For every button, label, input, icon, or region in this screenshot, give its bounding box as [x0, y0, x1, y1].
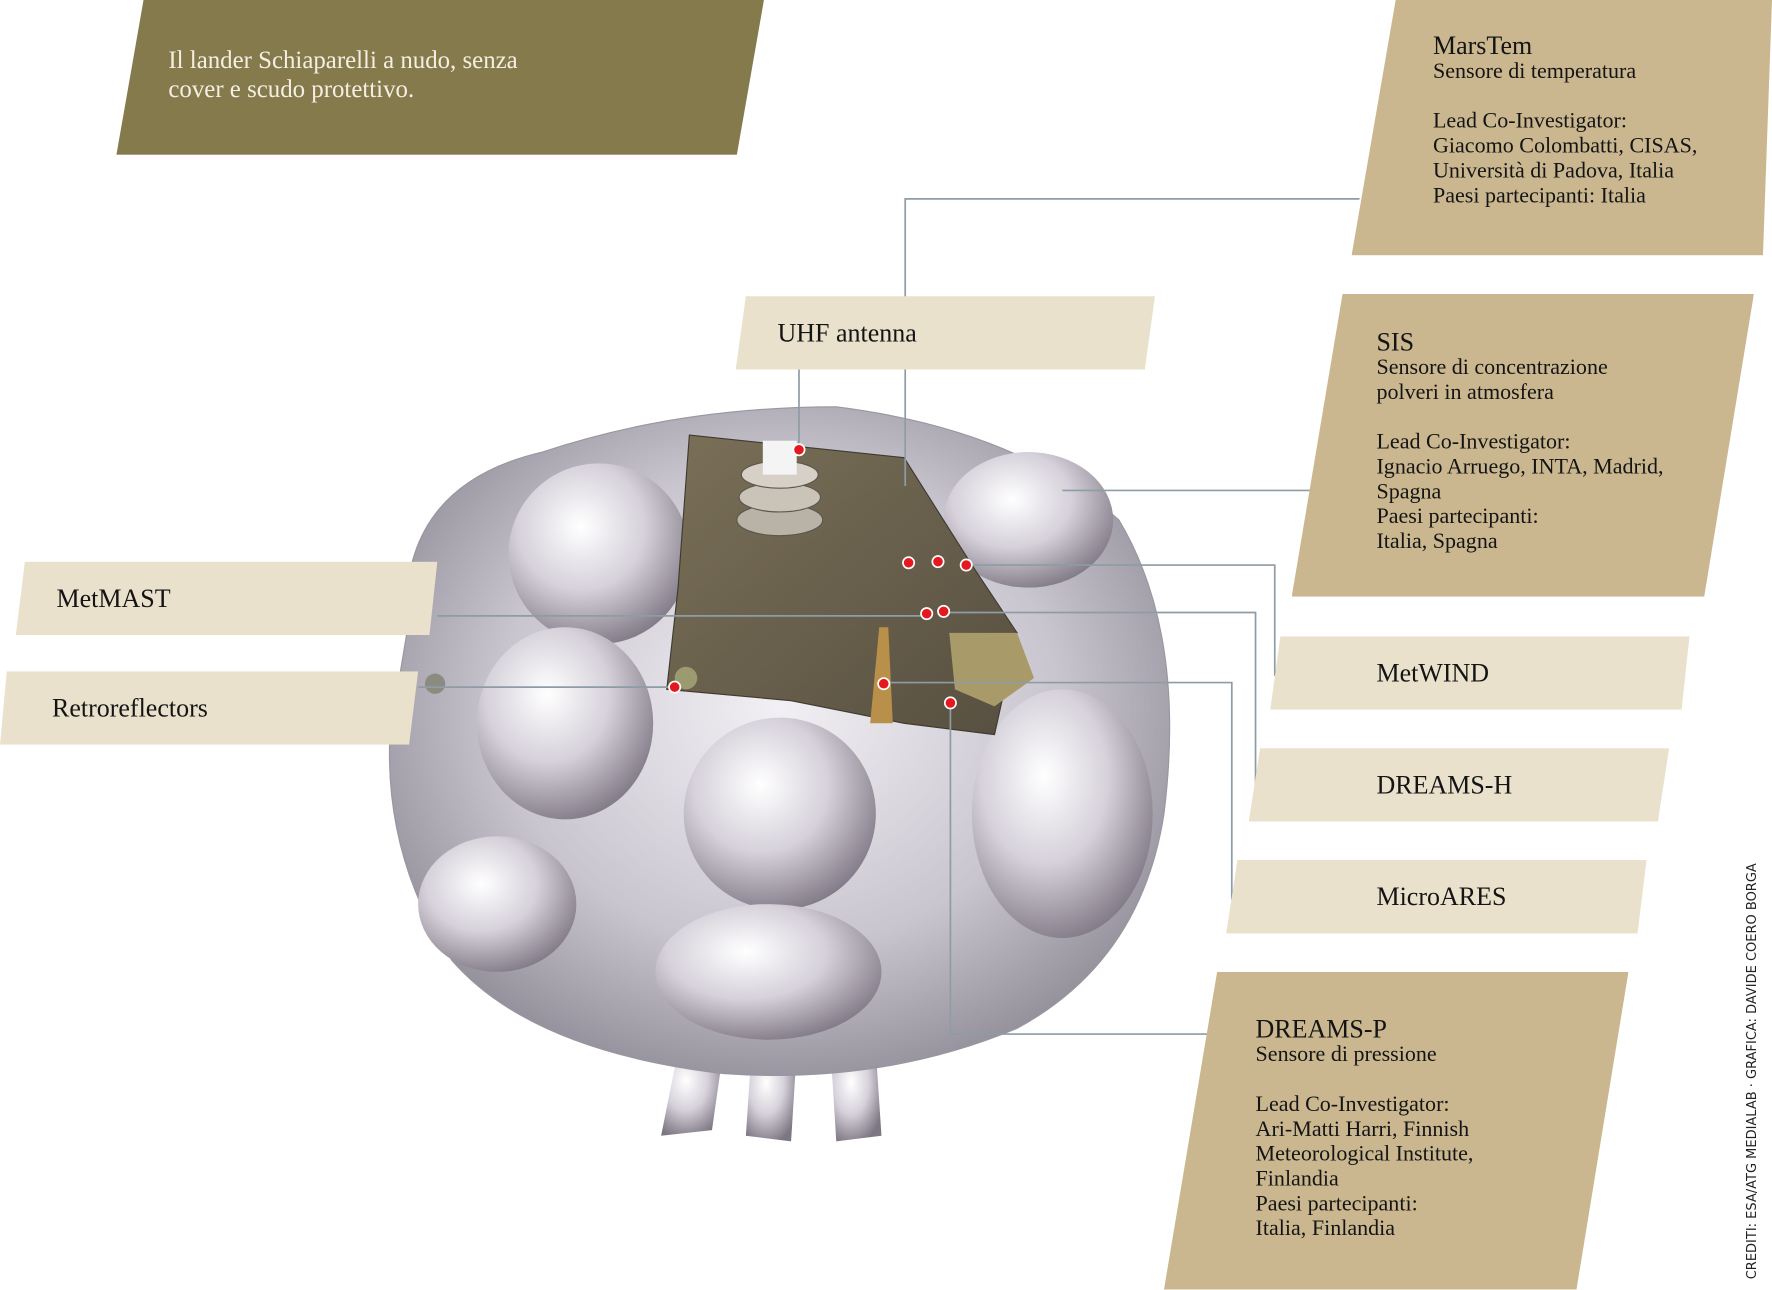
connector-lines: [418, 198, 1360, 1035]
sis-detail: Spagna: [1376, 480, 1442, 505]
marstem-detail: Lead Co-Investigator:: [1432, 109, 1627, 134]
sis-subtitle: Sensore di concentrazione: [1376, 355, 1608, 380]
retroreflectors-label-box: Retroreflectors: [0, 671, 419, 745]
metmast-mast: [870, 627, 893, 724]
metmast-label: MetMAST: [56, 583, 171, 612]
dreams-p-detail: Meteorological Institute,: [1255, 1142, 1474, 1167]
sis-detail: Ignacio Arruego, INTA, Madrid,: [1376, 455, 1664, 480]
marker-dreams-p: [943, 696, 957, 710]
dreams-p-info-box: DREAMS-P Sensore di pressione Lead Co-In…: [1164, 971, 1629, 1290]
dreams-p-detail: Lead Co-Investigator:: [1255, 1092, 1450, 1117]
metmast-label-box: MetMAST: [15, 561, 438, 636]
marker-uhf-antenna: [792, 443, 806, 457]
marker-marstem: [902, 556, 916, 570]
marker-sis: [931, 555, 945, 569]
sis-info-box: SIS Sensore di concentrazione polveri in…: [1291, 293, 1754, 597]
uhf-antenna-label: UHF antenna: [777, 318, 917, 347]
dreams-p-detail: Ari-Matti Harri, Finnish: [1255, 1117, 1470, 1142]
intro-caption-box: Il lander Schiaparelli a nudo, senza cov…: [116, 0, 764, 155]
microares-label-box: MicroARES: [1226, 860, 1647, 934]
dreams-p-subtitle: Sensore di pressione: [1255, 1043, 1437, 1067]
sis-detail: Lead Co-Investigator:: [1376, 430, 1571, 455]
retroreflector-side: [424, 673, 446, 694]
retroreflector: [674, 666, 698, 690]
dreams-p-detail: Paesi partecipanti:: [1255, 1192, 1418, 1216]
marstem-title: MarsTem: [1432, 31, 1533, 60]
marker-metmast: [920, 607, 934, 621]
instrument-markers: [668, 443, 973, 710]
marstem-detail: Giacomo Colombatti, CISAS,: [1432, 134, 1698, 159]
sis-detail: Paesi partecipanti:: [1376, 505, 1539, 529]
dreams-h-label: DREAMS-H: [1376, 770, 1513, 799]
metwind-assembly: [949, 632, 1035, 707]
uhf-antenna-coil: [736, 440, 824, 537]
dreams-p-detail: Finlandia: [1255, 1167, 1339, 1192]
uhf-antenna-label-box: UHF antenna: [735, 296, 1155, 370]
retroreflectors-label: Retroreflectors: [51, 693, 208, 722]
metwind-label-box: MetWIND: [1270, 636, 1690, 710]
intro-line: Il lander Schiaparelli a nudo, senza: [168, 45, 518, 74]
marstem-detail: Università di Padova, Italia: [1432, 159, 1675, 184]
marker-retroreflectors: [668, 680, 682, 694]
dreams-p-detail: Italia, Finlandia: [1255, 1217, 1396, 1241]
metwind-label: MetWIND: [1376, 658, 1490, 687]
dreams-h-label-box: DREAMS-H: [1248, 748, 1670, 822]
intro-line: cover e scudo protettivo.: [168, 74, 415, 103]
propellant-tanks: [418, 452, 1153, 1040]
marker-microares: [877, 677, 891, 691]
sis-subtitle: polveri in atmosfera: [1376, 380, 1554, 405]
marstem-subtitle: Sensore di temperatura: [1432, 59, 1637, 84]
marker-metwind: [959, 558, 973, 572]
marstem-detail: Paesi partecipanti: Italia: [1432, 184, 1646, 208]
microares-label: MicroARES: [1376, 882, 1507, 911]
sis-title: SIS: [1376, 327, 1415, 356]
dreams-p-title: DREAMS-P: [1255, 1014, 1387, 1044]
sis-detail: Italia, Spagna: [1376, 530, 1498, 554]
marker-dreams-h: [937, 604, 951, 618]
credits-text: CREDITI: ESA/ATG MEDIALAB · GRAFICA: DAV…: [1743, 863, 1760, 1280]
marstem-info-box: MarsTem Sensore di temperatura Lead Co-I…: [1351, 0, 1772, 256]
